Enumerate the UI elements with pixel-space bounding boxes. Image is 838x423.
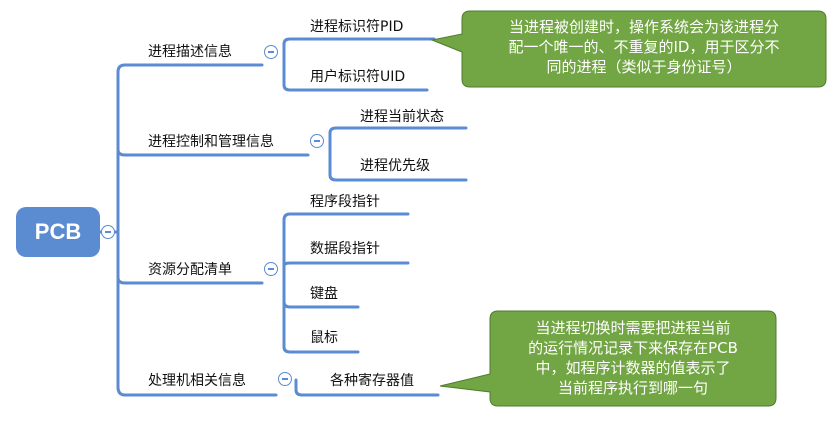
root-collapse-icon[interactable] [101, 225, 115, 239]
callout-2-line-2: 的运行情况记录下来保存在PCB [528, 339, 738, 357]
root-node-pcb[interactable]: PCB [16, 207, 100, 257]
callout-2-shape [439, 310, 777, 407]
child-pid[interactable]: 进程标识符PID [310, 19, 404, 35]
branch-4-collapse-icon[interactable] [278, 372, 292, 386]
callout-1-line-2: 配一个唯一的、不重复的ID，用于区分不 [508, 38, 780, 56]
child-registers[interactable]: 各种寄存器值 [330, 373, 414, 389]
child-current-state[interactable]: 进程当前状态 [360, 109, 444, 125]
callout-2-line-3: 中，如程序计数器的值表示了 [535, 359, 731, 377]
callout-register-note: 当进程切换时需要把进程当前 的运行情况记录下来保存在PCB 中，如程序计数器的值… [494, 318, 772, 398]
callout-2-line-4: 当前程序执行到哪一句 [557, 379, 708, 397]
callout-pid-note: 当进程被创建时，操作系统会为该进程分 配一个唯一的、不重复的ID，用于区分不 同… [466, 17, 822, 77]
child-uid[interactable]: 用户标识符UID [310, 69, 406, 85]
callout-1-shape [430, 10, 827, 88]
callout-2-line-1: 当进程切换时需要把进程当前 [535, 319, 731, 337]
child-program-segment-pointer[interactable]: 程序段指针 [310, 194, 380, 210]
callout-1-line-3: 同的进程（类似于身份证号） [546, 58, 742, 76]
branch-resource-list[interactable]: 资源分配清单 [148, 262, 232, 278]
child-data-segment-pointer[interactable]: 数据段指针 [310, 241, 380, 257]
branch-2-collapse-icon[interactable] [310, 134, 324, 148]
branch-1-collapse-icon[interactable] [264, 45, 278, 59]
branch-3-collapse-icon[interactable] [264, 262, 278, 276]
child-mouse[interactable]: 鼠标 [310, 330, 338, 346]
branch-process-description[interactable]: 进程描述信息 [148, 44, 232, 60]
child-priority[interactable]: 进程优先级 [360, 158, 430, 174]
callout-1-line-1: 当进程被创建时，操作系统会为该进程分 [508, 18, 779, 36]
branch-process-control[interactable]: 进程控制和管理信息 [148, 134, 274, 150]
branch-processor-info[interactable]: 处理机相关信息 [148, 373, 246, 389]
child-keyboard[interactable]: 键盘 [310, 286, 338, 302]
